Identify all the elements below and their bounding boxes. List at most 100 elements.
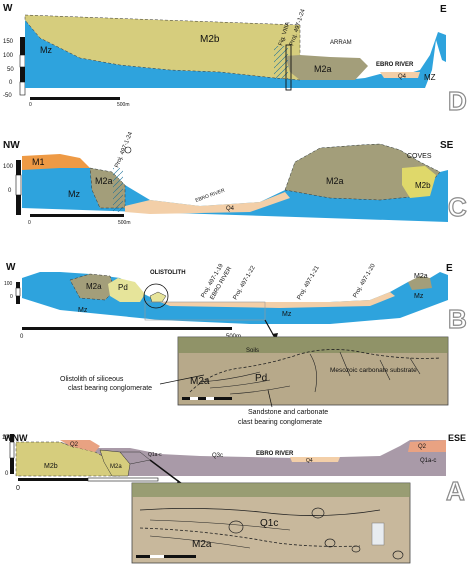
panel-a-label-m2a: M2a <box>110 464 122 470</box>
panel-a: WNW ESE 100 0 M2b Q2 M2a Q1a-c Q3c Q4 Q2… <box>2 433 466 564</box>
panel-c-river-label: EBRO RIVER <box>195 188 226 204</box>
photo-b-pd-label: Pd <box>255 373 267 384</box>
panel-b-label-pd: Pd <box>118 283 128 292</box>
panel-d-label-m2b: M2b <box>200 34 220 45</box>
panel-c-label-m2b: M2b <box>415 181 431 190</box>
panel-c-letter: C <box>448 192 467 222</box>
panel-a-q2-west-unit <box>60 440 100 452</box>
panel-d: W E 150 100 50 0 -50 Mz M2b M2a Q4 MZ Fi… <box>3 3 467 117</box>
panel-c-horizontal-scale: 0 500m <box>28 214 131 226</box>
panel-c-m2b-unit <box>402 166 436 198</box>
photo-a-q1c-label: Q1c <box>260 518 278 529</box>
panel-a-label-q3c: Q3c <box>212 453 223 459</box>
panel-b-label-m2a-east: M2a <box>414 273 428 280</box>
panel-c-right-direction: SE <box>440 140 454 151</box>
panel-c-borehole-hatch <box>113 168 123 212</box>
panel-d-q4-unit <box>380 72 420 78</box>
panel-b-left-direction: W <box>6 262 16 273</box>
panel-b-letter: B <box>448 304 467 334</box>
panel-b-field-photo: Soils M2a Pd Mesozoic carbonate substrat… <box>177 336 449 406</box>
photo-b-soils-label: Soils <box>246 348 259 354</box>
photo-a-m2a-label: M2a <box>192 539 212 550</box>
olistolith-callout-leader <box>159 374 205 385</box>
panel-b-label-mz-west: Mz <box>78 307 88 314</box>
panel-d-m2a-unit <box>285 55 368 80</box>
panel-a-label-q1a-c-east: Q1a-c <box>420 458 436 464</box>
panel-a-label-q1a-c-west: Q1a-c <box>148 452 162 458</box>
panel-a-right-direction: ESE <box>448 433 466 443</box>
panel-c-label-mz: Mz <box>68 189 80 199</box>
panel-c: NW SE 100 0 M1 M2a Mz Q4 M2a M2b Proj. 4… <box>3 131 468 226</box>
panel-c-scale-start: 0 <box>28 220 31 226</box>
panel-b-olistolith-circle <box>143 283 169 309</box>
panel-a-pointer-arrow <box>149 459 183 485</box>
panel-d-label-mz-east: MZ <box>424 73 436 82</box>
panel-a-label-q2-east: Q2 <box>418 444 427 450</box>
panel-c-m2a-right-unit <box>284 143 441 201</box>
panel-b-river-box <box>144 301 266 321</box>
panel-d-label-m2a: M2a <box>314 64 332 74</box>
panel-d-scale-start: 0 <box>29 102 32 108</box>
panel-a-label-q2-west: Q2 <box>70 442 79 448</box>
panel-d-label-q4: Q4 <box>398 74 407 80</box>
panel-b-label-mz-center: Mz <box>282 311 292 318</box>
panel-d-borehole-hatch <box>274 46 288 79</box>
panel-b: W E 100 0 M2a Pd Mz Mz M2a Mz OLISTOLITH… <box>4 262 467 426</box>
panel-d-right-direction: E <box>440 4 447 15</box>
panel-d-ytick-100: 100 <box>3 53 14 59</box>
panel-d-left-direction: W <box>3 3 13 14</box>
panel-d-horizontal-scale: 0 500m <box>29 97 130 108</box>
panel-a-q2-east-unit <box>408 440 446 452</box>
olistolith-callout-line1: Olistolith of siliceous <box>60 376 124 383</box>
photo-b-m2a-label: M2a <box>190 376 210 387</box>
panel-c-label-m2a: M2a <box>95 176 113 186</box>
sandstone-callout-line1: Sandstone and carbonate <box>248 409 328 416</box>
panel-a-river-label: EBRO RIVER <box>256 451 294 457</box>
panel-b-proj-22: Proj. 497-1-22 <box>233 264 258 301</box>
panel-a-field-photo: Q1c M2a <box>131 482 411 564</box>
panel-b-right-direction: E <box>446 263 453 274</box>
panel-c-left-direction: NW <box>3 140 20 151</box>
panel-d-ytick-0: 0 <box>9 80 13 86</box>
panel-b-ytick-100: 100 <box>4 281 13 287</box>
panel-a-ytick-100: 100 <box>2 435 13 441</box>
panel-c-projection-label: Proj. 497-1-24 <box>114 131 134 169</box>
panel-a-ytick-0: 0 <box>5 471 9 477</box>
panel-a-letter: A <box>446 476 465 506</box>
panel-b-m2a-east-unit <box>408 276 432 290</box>
panel-b-label-mz-east: Mz <box>414 293 424 300</box>
panel-a-label-q4: Q4 <box>306 458 313 464</box>
panel-b-label-m2a: M2a <box>86 282 102 291</box>
sandstone-callout-leader <box>267 389 273 408</box>
panel-c-coves-label: COVES <box>407 153 432 160</box>
panel-d-ytick-minus50: -50 <box>3 93 12 99</box>
sandstone-callout-line2: clast bearing conglomerate <box>238 419 322 426</box>
panel-b-olistolith-label: OLISTOLITH <box>150 270 186 276</box>
panel-c-projection-circle <box>124 146 132 154</box>
panel-d-arram-label: ARRAM <box>330 40 352 46</box>
panel-c-ytick-100: 100 <box>3 164 14 170</box>
panel-c-scale-end: 500m <box>118 220 131 226</box>
panel-d-ytick-50: 50 <box>7 67 14 73</box>
panel-b-scale-start: 0 <box>20 334 24 340</box>
panel-b-vertical-scale: 100 0 <box>4 281 21 304</box>
panel-d-letter: D <box>448 86 467 116</box>
panel-d-mz-substrate <box>25 15 446 88</box>
panel-b-proj-21: Proj. 497-1-21 <box>297 264 322 301</box>
panel-b-surface-unit <box>160 292 395 308</box>
panel-a-left-direction: WNW <box>4 433 28 443</box>
panel-d-label-mz: Mz <box>40 45 52 55</box>
photo-b-substrate-label: Mesozoic carbonate substrate <box>330 367 417 374</box>
panel-d-river-label: EBRO RIVER <box>376 62 414 68</box>
panel-c-vertical-scale: 100 0 <box>3 160 22 215</box>
panel-c-label-m1: M1 <box>32 157 45 167</box>
panel-d-vertical-scale: 150 100 50 0 -50 <box>3 37 26 99</box>
panel-c-label-m2a-right: M2a <box>326 176 344 186</box>
panel-c-q4-unit <box>125 192 290 214</box>
olistolith-callout-line2: clast bearing conglomerate <box>68 385 152 392</box>
panel-d-ytick-150: 150 <box>3 39 14 45</box>
panel-a-scale-start: 0 <box>16 485 20 492</box>
panel-b-ytick-0: 0 <box>10 294 13 300</box>
panel-a-m2b-unit <box>15 441 121 477</box>
